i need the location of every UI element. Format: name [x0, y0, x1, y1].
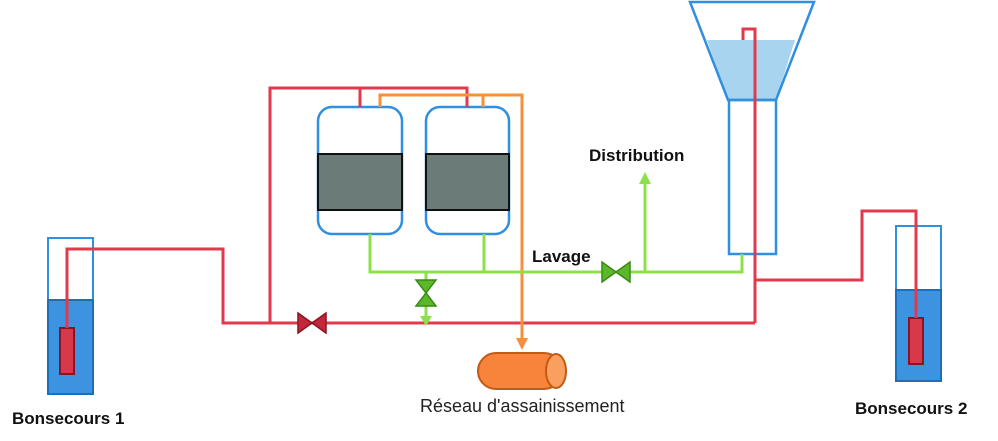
drain-arrowhead [516, 338, 528, 350]
sewer-tank [477, 352, 567, 390]
well-2-pump [908, 317, 924, 365]
well-1-water [47, 299, 94, 395]
sewer-tank-end [545, 353, 567, 389]
well-1-pump [59, 327, 75, 375]
label-backwash: Lavage [532, 247, 591, 266]
filter-tank-left-media [317, 153, 403, 211]
water-tower-shaft [727, 98, 778, 256]
raw-pipe-riser-to-filters [268, 86, 362, 323]
drain-pipes [378, 93, 528, 350]
raw-water-pipes [65, 27, 918, 328]
distribution-arrowhead [639, 172, 651, 184]
label-well-2: Bonsecours 2 [855, 399, 967, 418]
valve-distribution [601, 260, 631, 284]
water-tower-water [707, 40, 795, 100]
well-1 [47, 237, 94, 395]
label-well-1: Bonsecours 1 [12, 409, 124, 428]
backwash-arrowhead [420, 316, 432, 326]
valve-raw-water [297, 311, 327, 335]
label-sewer: Réseau d'assainissement [420, 396, 625, 416]
label-distribution: Distribution [589, 146, 684, 165]
treated-pipe-left-filter [368, 234, 744, 274]
water-tower [688, 0, 816, 256]
raw-pipe-well-1 [65, 247, 755, 328]
raw-pipe-tower-feed [741, 27, 757, 323]
valve-backwash [414, 279, 438, 307]
filter-tank-right-media [425, 153, 510, 211]
filter-tank-left [316, 105, 404, 236]
drain-pipe-main [378, 93, 524, 338]
raw-pipe-right-filter-inlet [360, 86, 469, 107]
filter-tank-right [424, 105, 511, 236]
well-2 [895, 225, 942, 382]
raw-pipe-well-2 [755, 209, 918, 318]
